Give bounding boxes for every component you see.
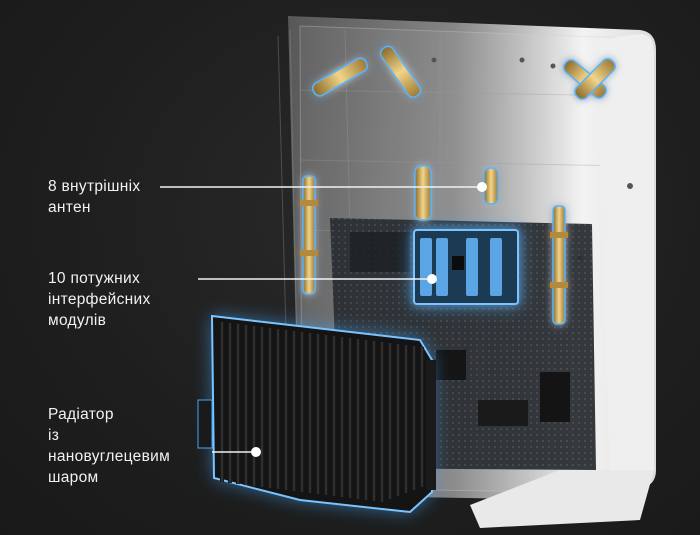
heatsink-fin bbox=[340, 337, 344, 497]
heatsink-fin bbox=[412, 346, 416, 490]
heatsink-fin bbox=[372, 341, 376, 501]
heatsink-callout-label: Радіатор із нановуглецевим шаром bbox=[48, 406, 171, 486]
heatsink-fin bbox=[348, 338, 352, 498]
heatsink-fin bbox=[364, 340, 368, 500]
heatsink-fin bbox=[260, 327, 264, 487]
heatsink-fin bbox=[396, 344, 400, 496]
heatsink-fin bbox=[276, 329, 280, 489]
heatsink-fin bbox=[324, 335, 328, 495]
heatsink-fin bbox=[252, 326, 256, 486]
callout-lines bbox=[160, 186, 482, 453]
interface-modules bbox=[412, 228, 520, 306]
heatsink-fin bbox=[404, 345, 408, 493]
antenna-callout-dot bbox=[477, 182, 487, 192]
heatsink-fin bbox=[292, 331, 296, 491]
heatsink-fin bbox=[284, 330, 288, 490]
antennas-callout-label: 8 внутрішніх антен bbox=[48, 178, 141, 216]
heatsink bbox=[197, 314, 436, 514]
heatsink-fin bbox=[300, 332, 304, 492]
heatsink-callout-dot bbox=[251, 447, 261, 457]
heatsink-fin bbox=[308, 333, 312, 493]
heatsink-fin bbox=[420, 347, 424, 487]
heatsink-fin bbox=[332, 336, 336, 496]
heatsink-fin bbox=[380, 342, 384, 502]
heatsink-fin bbox=[228, 323, 232, 483]
modules-callout-dot bbox=[427, 274, 437, 284]
heatsink-fin bbox=[316, 334, 320, 494]
modules-callout-label: 10 потужних інтерфейсних модулів bbox=[48, 270, 151, 329]
antennas bbox=[300, 45, 616, 325]
heatsink-fin bbox=[236, 324, 240, 484]
heatsink-fin bbox=[244, 325, 248, 485]
heatsink-fin bbox=[356, 339, 360, 499]
heatsink-fin bbox=[220, 322, 224, 482]
heatsink-fin bbox=[388, 343, 392, 499]
heatsink-fin bbox=[268, 328, 272, 488]
